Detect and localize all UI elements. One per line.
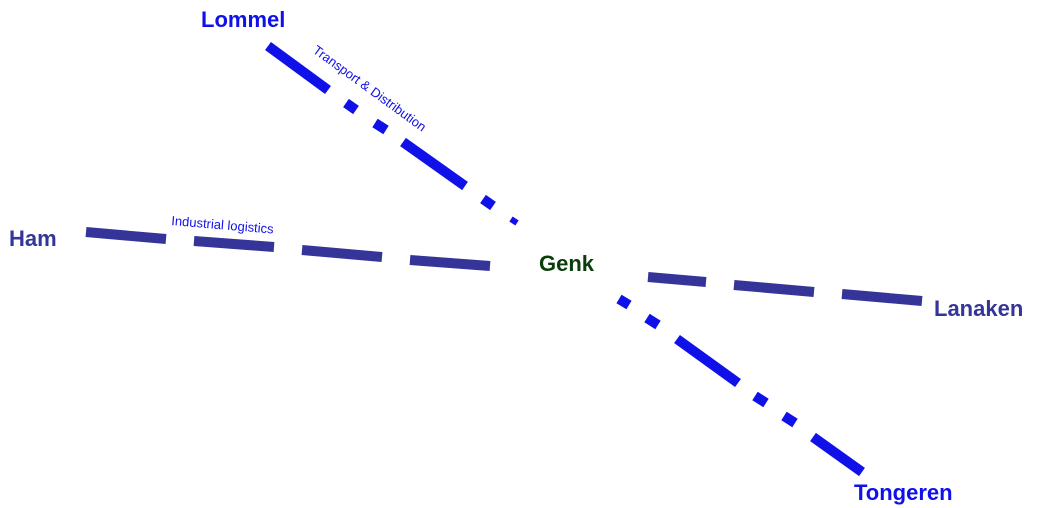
corridor-segment xyxy=(644,313,661,330)
city-label-genk: Genk xyxy=(539,251,595,276)
corridor-segment xyxy=(674,334,741,388)
corridor-lommel-genk xyxy=(265,41,519,226)
city-label-lanaken: Lanaken xyxy=(934,296,1023,321)
city-label-lommel: Lommel xyxy=(201,7,285,32)
corridor-genk-tongeren xyxy=(616,294,865,477)
city-label-ham: Ham xyxy=(9,226,57,251)
corridor-segment xyxy=(752,391,769,408)
corridor-segment xyxy=(733,280,815,297)
corridor-segment xyxy=(409,255,491,271)
corridor-segment xyxy=(810,432,865,477)
corridor-segment xyxy=(343,98,359,115)
city-label-tongeren: Tongeren xyxy=(854,480,953,505)
corridor-segment xyxy=(265,41,331,95)
corridor-segment xyxy=(509,216,519,226)
corridor-segment xyxy=(372,118,389,135)
corridor-ham-genk xyxy=(85,227,491,271)
corridor-segment xyxy=(301,245,383,262)
corridor-segment xyxy=(647,272,707,287)
corridor-segment xyxy=(400,137,468,191)
corridor-segment xyxy=(193,236,275,252)
corridor-segment xyxy=(480,194,496,211)
corridor-segment xyxy=(616,294,632,310)
corridor-segment xyxy=(841,289,923,306)
corridor-genk-lanaken xyxy=(647,272,923,306)
corridor-segment xyxy=(781,411,798,428)
corridor-segment xyxy=(85,227,167,244)
